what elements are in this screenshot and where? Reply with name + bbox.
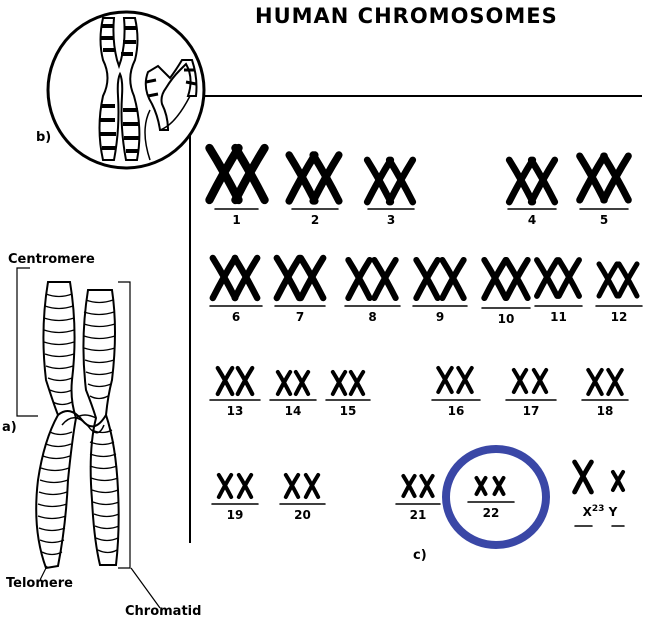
chromosome-pair-14 (270, 372, 316, 400)
pair-number-13: 13 (227, 404, 244, 418)
chromosome-pair-19 (212, 475, 258, 504)
pair-22-highlight-circle (446, 449, 546, 545)
chromosome-pair-6 (210, 258, 262, 306)
pair-number-1: 1 (232, 213, 240, 227)
karyotype-chromosomes (209, 148, 642, 526)
x-chromosome-label: X (583, 505, 592, 519)
y-chromosome-label: Y (609, 505, 618, 519)
chromosome-pair-11 (535, 260, 582, 306)
pair-number-11: 11 (550, 310, 567, 324)
chromosome-pair-20 (280, 475, 325, 504)
panel-b-label: b) (36, 130, 51, 145)
pair-number-8: 8 (368, 310, 376, 324)
pair-number-22: 22 (483, 506, 500, 520)
chromosome-pair-10 (482, 260, 530, 308)
chromosome-pair-13 (210, 368, 260, 400)
pair-number-7: 7 (296, 310, 304, 324)
pair-number-3: 3 (387, 213, 395, 227)
chromosome-pair-16 (432, 368, 480, 400)
pair-number-6: 6 (232, 310, 240, 324)
chromosome-zoom-circle (48, 12, 204, 168)
pair-number-23: 23 (592, 504, 605, 514)
pair-number-2: 2 (311, 213, 319, 227)
centromere-bracket (17, 268, 38, 416)
sex-chromosome-label: X23 Y (583, 504, 618, 519)
chromosome-pair-7 (275, 258, 325, 306)
chromosome-pair-5 (580, 156, 629, 209)
chromosome-pair-1 (209, 148, 264, 209)
pair-number-20: 20 (294, 508, 311, 522)
telomere-label: Telomere (6, 576, 73, 591)
pair-number-10: 10 (498, 312, 515, 326)
chromosome-pair-22 (468, 478, 514, 502)
pair-number-12: 12 (611, 310, 628, 324)
chromatid-pointer (131, 568, 160, 608)
chromosome-pair-15 (326, 372, 370, 400)
pair-number-14: 14 (285, 404, 302, 418)
chromosome-pair-2 (289, 155, 339, 209)
pair-number-16: 16 (448, 404, 465, 418)
chromosome-pair-12 (596, 264, 642, 306)
chromosome-pair-21 (396, 476, 440, 504)
panel-a-label: a) (2, 420, 17, 435)
chromosome-pair-8 (345, 260, 400, 306)
pair-number-21: 21 (410, 508, 427, 522)
pair-number-17: 17 (523, 404, 540, 418)
pair-number-5: 5 (600, 213, 608, 227)
chromosome-pair-18 (582, 370, 628, 400)
pair-number-15: 15 (340, 404, 357, 418)
chromosome-pair-17 (506, 370, 556, 400)
chromosome-structure-drawing (36, 282, 119, 568)
pair-number-19: 19 (227, 508, 244, 522)
panel-c-label: c) (413, 548, 427, 563)
pair-number-9: 9 (436, 310, 444, 324)
chromosome-pair-9 (413, 260, 467, 306)
chromatid-bracket (118, 282, 130, 568)
pair-number-4: 4 (528, 213, 536, 227)
chromosome-pair-4 (508, 160, 556, 209)
pair-number-18: 18 (597, 404, 614, 418)
centromere-label: Centromere (8, 252, 95, 267)
chromatid-label: Chromatid (125, 604, 201, 619)
chromosome-pair-3 (367, 160, 414, 209)
